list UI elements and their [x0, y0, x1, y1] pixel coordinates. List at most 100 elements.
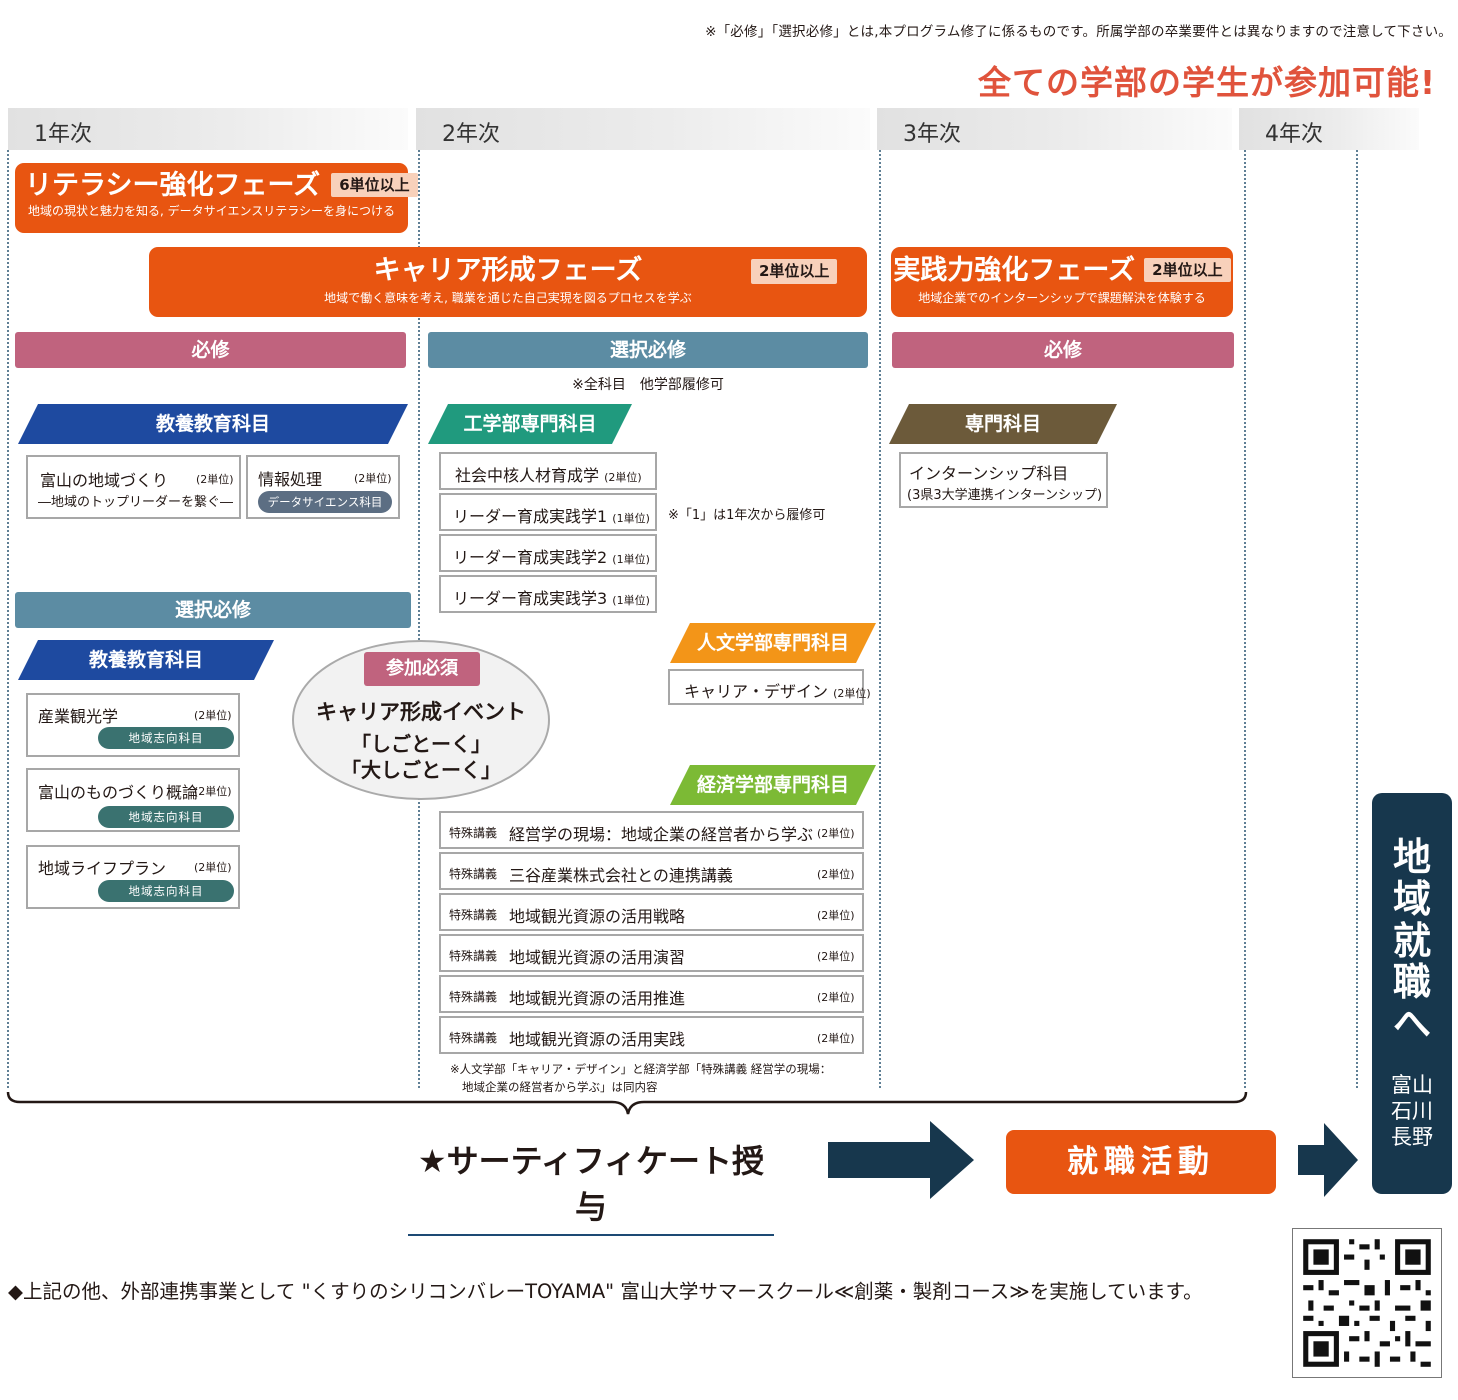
course-card: リーダー育成実践学3 (1単位) — [439, 575, 657, 613]
course-name: 産業観光学 — [38, 707, 119, 726]
course-card: 産業観光学 (2単位) 地域志向科目 — [26, 693, 240, 757]
course-name: 地域観光資源の活用実践 — [509, 1030, 686, 1049]
data-science-tag: データサイエンス科目 — [258, 491, 392, 513]
year-4-header: 4年次 — [1239, 108, 1419, 150]
y2-elective-note: ※全科目 他学部履修可 — [572, 377, 724, 393]
course-card: 特殊講義 三谷産業株式会社との連携講義 (2単位) — [439, 852, 864, 890]
course-subtitle: ―地域のトップリーダーを繋ぐ― — [38, 495, 234, 510]
region-title-char: 就 — [1392, 918, 1431, 963]
course-name: 地域観光資源の活用戦略 — [509, 907, 686, 926]
literacy-phase: リテラシー強化フェーズ 6単位以上 地域の現状と魅力を知る, データサイエンスリ… — [15, 163, 418, 233]
course-prefix: 特殊講義 — [449, 1031, 498, 1045]
y1-elective-bar: 選択必修 — [15, 592, 411, 628]
practice-phase: 実践力強化フェーズ 2単位以上 地域企業でのインターンシップで課題解決を体験する — [891, 247, 1233, 317]
event-line1: 「しごとーく」 — [351, 732, 491, 756]
career-units-badge: 2単位以上 — [751, 259, 838, 284]
course-units: (2単位) — [833, 687, 871, 700]
arrow-right-icon — [828, 1121, 974, 1199]
region-title-char: 域 — [1392, 876, 1431, 921]
course-name: 富山の地域づくり — [40, 471, 169, 490]
course-units: (2単位) — [604, 471, 642, 484]
course-name: キャリア・デザイン — [684, 682, 829, 701]
qr-code[interactable] — [1292, 1228, 1442, 1378]
regional-tag: 地域志向科目 — [98, 880, 234, 902]
course-card: リーダー育成実践学1 (1単位) — [439, 493, 657, 531]
career-event-oval: 参加必須 キャリア形成イベント 「しごとーく」 「大しごとーく」 — [292, 640, 550, 800]
divider-line — [1244, 150, 1246, 1088]
course-units: (2単位) — [194, 785, 232, 798]
course-units: (2単位) — [194, 709, 232, 722]
course-units: (2単位) — [817, 1032, 855, 1045]
engineering-note: ※「1」は1年次から履修可 — [668, 508, 826, 523]
literacy-units-badge: 6単位以上 — [331, 173, 418, 197]
qr-code-pattern — [1293, 1229, 1441, 1377]
course-units: (2単位) — [817, 827, 855, 840]
arrow-right-icon — [1298, 1123, 1358, 1197]
course-name: 三谷産業株式会社との連携講義 — [509, 866, 733, 885]
career-phase: キャリア形成フェーズ 2単位以上 地域で働く意味を考え, 職業を通じた自己実現を… — [149, 247, 867, 317]
course-name: 情報処理 — [258, 470, 323, 489]
course-card: リーダー育成実践学2 (1単位) — [439, 534, 657, 572]
y1-required-bar: 必修 — [15, 332, 406, 368]
divider-line — [1356, 150, 1358, 1088]
literacy-phase-title: リテラシー強化フェーズ — [25, 170, 321, 201]
course-card: 特殊講義 地域観光資源の活用演習 (2単位) — [439, 934, 864, 972]
course-units: (1単位) — [612, 553, 650, 566]
course-units: (2単位) — [817, 950, 855, 963]
course-units: (1単位) — [612, 594, 650, 607]
course-units: (2単位) — [196, 473, 234, 486]
course-units: (2単位) — [817, 991, 855, 1004]
course-prefix: 特殊講義 — [449, 826, 498, 840]
practice-units-badge: 2単位以上 — [1144, 258, 1231, 282]
career-phase-title: キャリア形成フェーズ — [373, 255, 643, 286]
year-2-header: 2年次 — [416, 108, 870, 150]
course-units: (2単位) — [817, 868, 855, 881]
course-card-career-design: キャリア・デザイン (2単位) — [668, 669, 871, 705]
y2-elective-bar: 選択必修 — [428, 332, 868, 368]
course-card: 特殊講義 地域観光資源の活用戦略 (2単位) — [439, 893, 864, 931]
economics-note-line2: 地域企業の経営者から学ぶ」は同内容 — [462, 1080, 658, 1094]
course-units: (2単位) — [354, 472, 392, 485]
course-units: (2単位) — [194, 861, 232, 874]
prefecture-label: 長野 — [1391, 1125, 1433, 1150]
course-prefix: 特殊講義 — [449, 867, 498, 881]
regional-tag: 地域志向科目 — [98, 806, 234, 828]
course-card-toyama-chiiki: 富山の地域づくり (2単位) ―地域のトップリーダーを繋ぐ― — [26, 455, 241, 519]
career-phase-subtitle: 地域で働く意味を考え, 職業を通じた自己実現を図るプロセスを学ぶ — [324, 291, 692, 305]
regional-employment-box: 地 域 就 職 へ 富山 石川 長野 — [1372, 793, 1452, 1194]
y1-general-ed-ribbon: 教養教育科目 — [18, 404, 408, 444]
divider-line — [418, 150, 420, 1088]
y3-required-bar: 必修 — [892, 332, 1234, 368]
practice-phase-title: 実践力強化フェーズ — [893, 255, 1136, 286]
course-subtitle: (3県3大学連携インターンシップ) — [907, 488, 1103, 503]
course-units: (2単位) — [817, 909, 855, 922]
divider-line — [879, 150, 881, 1088]
course-card-info-processing: 情報処理 (2単位) データサイエンス科目 — [246, 455, 400, 519]
y1-elective-general-ed-ribbon: 教養教育科目 — [18, 640, 274, 680]
literacy-phase-subtitle: 地域の現状と魅力を知る, データサイエンスリテラシーを身につける — [27, 204, 396, 218]
course-prefix: 特殊講義 — [449, 908, 498, 922]
course-name: 地域観光資源の活用演習 — [509, 948, 686, 967]
headline: 全ての学部の学生が参加可能! — [977, 63, 1436, 102]
course-name: 地域ライフプラン — [38, 859, 167, 878]
region-title-char: へ — [1392, 1002, 1431, 1047]
course-name: 社会中核人材育成学 — [455, 466, 600, 485]
economics-ribbon: 経済学部専門科目 — [670, 765, 876, 805]
course-name: リーダー育成実践学2 — [453, 548, 608, 567]
event-title: キャリア形成イベント — [316, 700, 526, 724]
certificate-label: ★サーティフィケート授与 — [408, 1136, 774, 1236]
course-card: 社会中核人材育成学 (2単位) — [439, 452, 657, 490]
course-name: リーダー育成実践学3 — [453, 589, 608, 608]
regional-tag: 地域志向科目 — [98, 727, 234, 749]
course-card: 地域ライフプラン (2単位) 地域志向科目 — [26, 845, 240, 909]
course-name: 地域観光資源の活用推進 — [509, 989, 686, 1008]
year-1-header: 1年次 — [8, 108, 408, 150]
mandatory-badge: 参加必須 — [364, 652, 480, 686]
economics-note-line1: ※人文学部「キャリア・デザイン」と経済学部「特殊講義 経営学の現場： — [450, 1062, 832, 1076]
course-name: 経営学の現場：地域企業の経営者から学ぶ — [509, 825, 814, 844]
course-prefix: 特殊講義 — [449, 949, 498, 963]
year-3-header: 3年次 — [877, 108, 1232, 150]
region-title-char: 職 — [1392, 960, 1431, 1005]
course-name: インターンシップ科目 — [909, 464, 1069, 483]
practice-phase-subtitle: 地域企業でのインターンシップで課題解決を体験する — [918, 291, 1206, 305]
